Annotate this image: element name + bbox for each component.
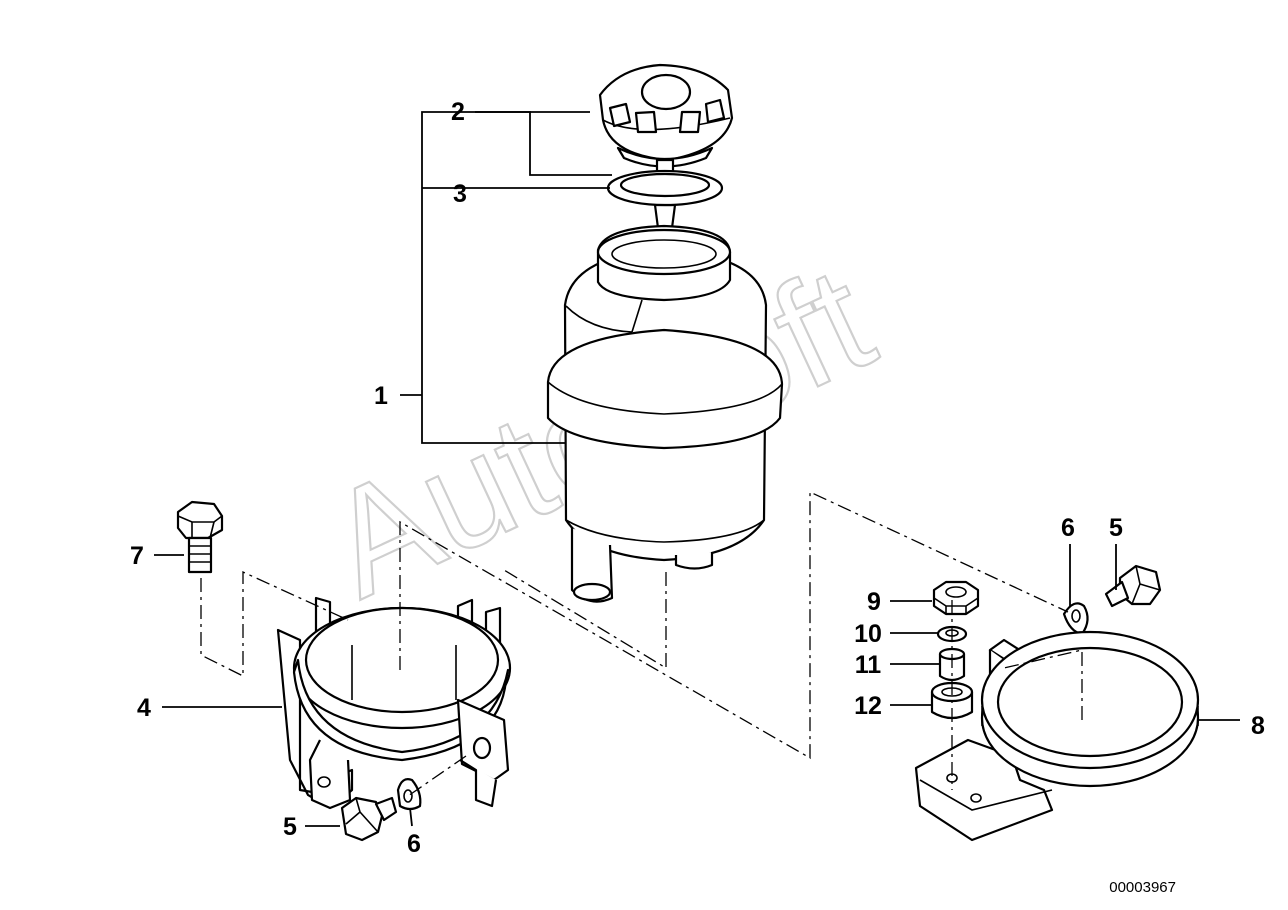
mounting-bracket-right[interactable] bbox=[914, 630, 1200, 842]
hex-nut-9[interactable] bbox=[932, 580, 980, 616]
leader-lines bbox=[154, 111, 1240, 827]
callout-12: 12 bbox=[854, 692, 882, 720]
callout-10: 10 bbox=[854, 620, 882, 648]
oil-reservoir[interactable] bbox=[546, 224, 784, 603]
drawing-number: 00003967 bbox=[1109, 879, 1176, 896]
lock-washer-6-right[interactable] bbox=[1062, 602, 1089, 636]
callout-5-left: 5 bbox=[283, 813, 297, 841]
callout-3: 3 bbox=[453, 180, 467, 208]
callout-4: 4 bbox=[137, 694, 151, 722]
callout-2: 2 bbox=[451, 98, 465, 126]
assembly-lines bbox=[200, 490, 1083, 797]
hex-bolt-5-left[interactable] bbox=[340, 796, 398, 842]
callout-5-right: 5 bbox=[1109, 514, 1123, 542]
callout-6-left: 6 bbox=[407, 830, 421, 858]
mounting-bracket-left[interactable] bbox=[276, 596, 512, 810]
callout-1: 1 bbox=[374, 382, 388, 410]
hex-bolt-7[interactable] bbox=[176, 500, 224, 574]
lock-washer-6-left[interactable] bbox=[396, 778, 422, 811]
cap-seal-ring[interactable] bbox=[606, 169, 724, 207]
callout-11: 11 bbox=[855, 651, 882, 679]
reservoir-cap[interactable] bbox=[598, 63, 734, 238]
hex-bolt-5-right[interactable] bbox=[1104, 564, 1162, 608]
callout-6-right: 6 bbox=[1061, 514, 1075, 542]
callout-7: 7 bbox=[130, 542, 144, 570]
callout-8: 8 bbox=[1251, 712, 1265, 740]
callout-9: 9 bbox=[867, 588, 881, 616]
